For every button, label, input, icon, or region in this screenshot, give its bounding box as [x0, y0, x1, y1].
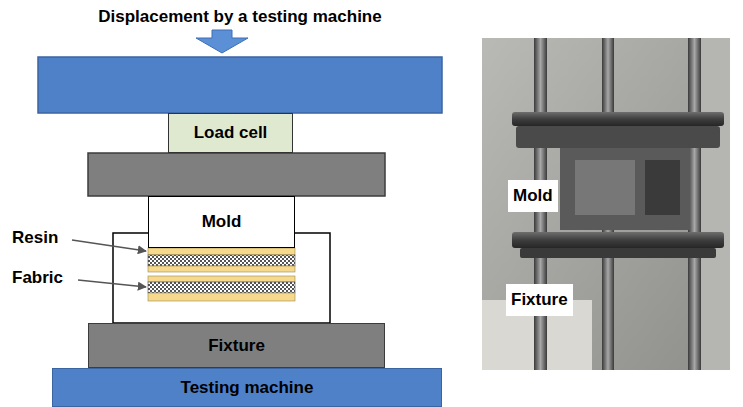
- photo-fixture-label: Fixture: [506, 284, 573, 316]
- fixture-plate: Fixture: [88, 323, 385, 368]
- resin-layer: [148, 293, 295, 301]
- testing-machine-bar: Testing machine: [52, 368, 442, 407]
- node-text: Testing machine: [181, 378, 314, 398]
- photo-illustration: [482, 38, 730, 370]
- node-text: Load cell: [194, 123, 268, 143]
- resin-layer: [148, 248, 295, 255]
- fabric-layer: [148, 255, 295, 266]
- photo-mold-label: Mold: [508, 180, 558, 212]
- resin-layer: [148, 266, 295, 272]
- crosshead-bar: [38, 57, 442, 113]
- diagram-title: Displacement by a testing machine: [30, 7, 450, 27]
- fabric-label: Fabric: [12, 268, 63, 288]
- fabric-layer: [148, 282, 295, 293]
- node-text: Mold: [202, 212, 242, 232]
- load-cell-box: Load cell: [168, 113, 293, 153]
- resin-label: Resin: [12, 228, 58, 248]
- mold-box: Mold: [148, 196, 295, 248]
- resin-layer: [148, 276, 295, 282]
- upper-plate: [88, 153, 385, 196]
- displacement-arrow: [196, 30, 248, 53]
- node-text: Fixture: [208, 336, 265, 356]
- leader-line: [72, 240, 146, 251]
- leader-line: [78, 280, 146, 287]
